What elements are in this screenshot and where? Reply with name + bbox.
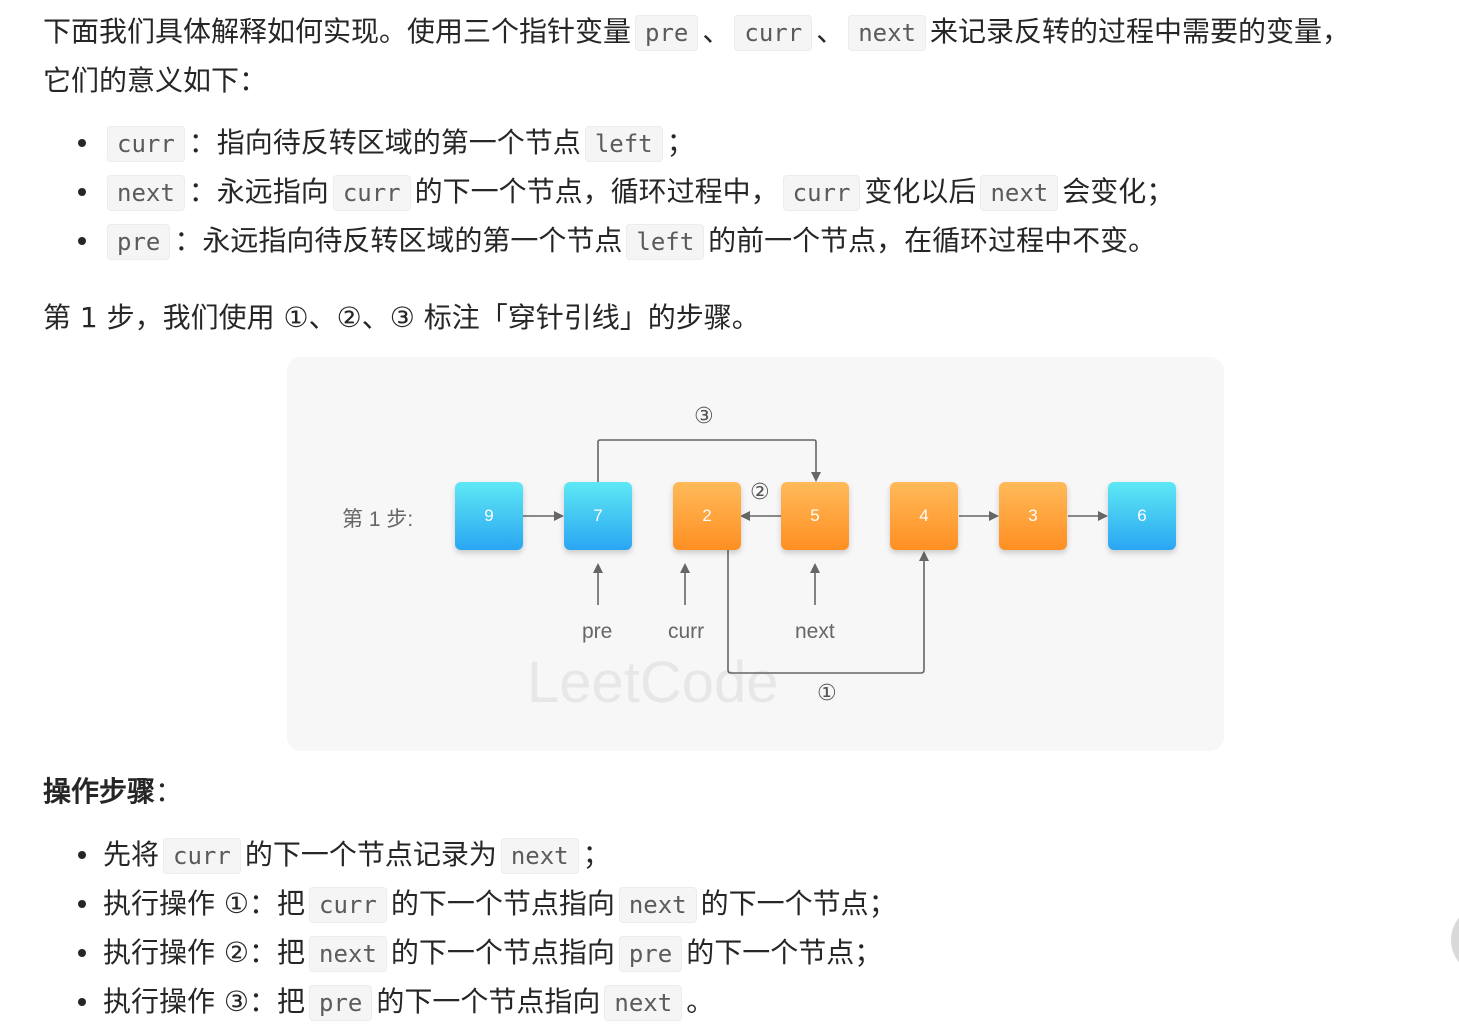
- ops-heading: 操作步骤：: [43, 768, 183, 815]
- list-text: 的下一个节点记录为: [244, 838, 497, 871]
- code-term: left: [584, 126, 663, 162]
- list-text: 的下一个节点；: [686, 936, 883, 969]
- marker-three: ③: [694, 404, 714, 429]
- code-term: curr: [309, 887, 387, 923]
- code-next: next: [848, 15, 926, 51]
- list-text: 变化以后: [864, 175, 977, 208]
- next-pointer-label: next: [795, 620, 835, 643]
- step-label: 第 1 步:: [342, 508, 414, 531]
- code-term: next: [500, 838, 579, 874]
- code-term: curr: [782, 175, 861, 211]
- list-text: 先将: [103, 838, 160, 871]
- list-text: ；: [582, 838, 611, 871]
- floating-action-button[interactable]: [1451, 905, 1459, 975]
- list-text: 的下一个节点指向: [390, 887, 615, 920]
- list-text: 执行操作 ②：把: [103, 936, 306, 969]
- list-text: 的下一个节点指向: [390, 936, 615, 969]
- list-text: ：永远指向: [188, 175, 329, 208]
- intro-text: 下面我们具体解释如何实现。使用三个指针变量: [43, 15, 632, 48]
- code-term: curr: [163, 838, 241, 874]
- code-term: pre: [309, 985, 373, 1021]
- list-text: 执行操作 ③：把: [103, 985, 306, 1018]
- list-text: 的前一个节点，在循环过程中不变。: [708, 224, 1157, 257]
- linked-list-figure: LeetCode 第 1 步: 9 7 2 5 4 3 6 pre curr n…: [287, 357, 1224, 751]
- code-term: next: [309, 936, 387, 972]
- list-text: 的下一个节点；: [700, 887, 897, 920]
- separator: 、: [816, 15, 845, 48]
- list-node-7: 7: [564, 482, 632, 550]
- code-term: next: [604, 985, 683, 1021]
- code-term: next: [618, 887, 697, 923]
- intro-line2: 它们的意义如下：: [43, 64, 268, 97]
- arrow-step1-2-to-4: [727, 550, 929, 674]
- code-term: left: [626, 224, 705, 260]
- code-term: next: [980, 175, 1059, 211]
- list-node-4: 4: [890, 482, 958, 550]
- marker-one: ①: [817, 681, 837, 706]
- step-paragraph: 第 1 步，我们使用 ①、②、③ 标注「穿针引线」的步骤。: [43, 301, 760, 334]
- list-text: 的下一个节点指向: [376, 985, 601, 1018]
- list-text: ：指向待反转区域的第一个节点: [188, 126, 581, 159]
- list-text: ：永远指向待反转区域的第一个节点: [174, 224, 623, 257]
- list-node-5: 5: [781, 482, 849, 550]
- list-text: 会变化；: [1062, 175, 1175, 208]
- pre-pointer-label: pre: [582, 620, 613, 643]
- code-term: next: [107, 175, 185, 211]
- arrow-step3-7-to-5: [597, 439, 821, 482]
- code-term: curr: [332, 175, 411, 211]
- list-node-6: 6: [1108, 482, 1176, 550]
- list-node-2: 2: [673, 482, 741, 550]
- list-text: 执行操作 ①：把: [103, 887, 306, 920]
- curr-pointer-label: curr: [668, 620, 705, 643]
- watermark: LeetCode: [527, 650, 779, 715]
- list-text: 的下一个节点，循环过程中，: [414, 175, 779, 208]
- code-term: curr: [107, 126, 185, 162]
- list-node-9: 9: [455, 482, 523, 550]
- code-pre: pre: [635, 15, 699, 51]
- code-curr: curr: [734, 15, 813, 51]
- list-text: ；: [666, 126, 695, 159]
- code-term: pre: [107, 224, 171, 260]
- marker-two: ②: [750, 480, 770, 505]
- ops-heading-text: 操作步骤: [43, 775, 156, 808]
- list-text: 。: [686, 985, 715, 1018]
- figure-arrows: LeetCode: [523, 439, 1108, 715]
- list-node-3: 3: [999, 482, 1067, 550]
- code-term: pre: [618, 936, 683, 972]
- separator: 、: [702, 15, 731, 48]
- intro-text: 来记录反转的过程中需要的变量，: [930, 15, 1351, 48]
- ops-heading-colon: ：: [155, 775, 184, 808]
